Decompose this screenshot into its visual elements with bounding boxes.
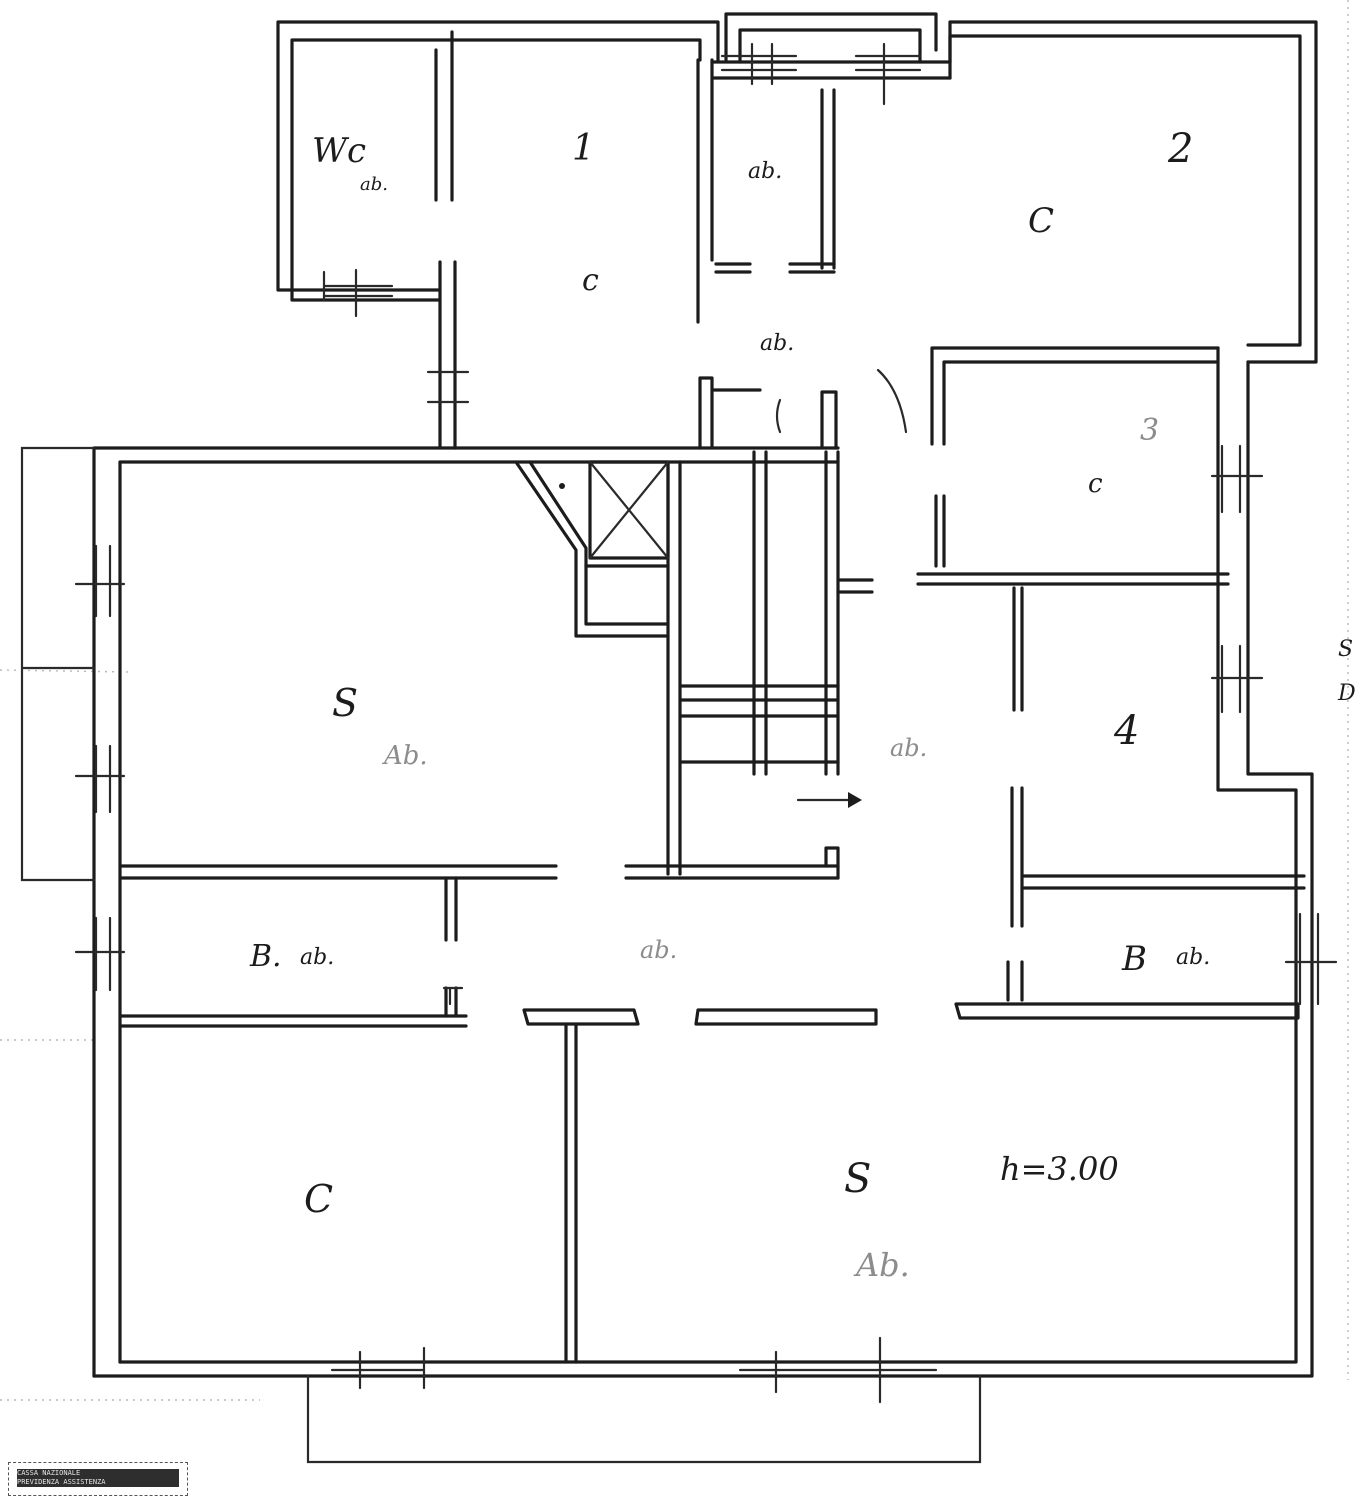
scan-guides [0,0,1349,1401]
left-balcony [20,446,96,882]
bottom-balcony [306,1374,982,1464]
room-sub-bath-left: ab. [300,945,334,970]
windows [74,42,1338,1404]
room-sub-wc: ab. [360,174,388,195]
room-sub-2: C [1028,201,1054,241]
room-label-wc: Wc [312,131,366,171]
room-label-1: 1 [572,128,595,169]
room-sub-living-top: Ab. [382,741,428,771]
room-sub-living-bottom: Ab. [853,1246,910,1284]
room-label-hall: ab. [890,734,927,762]
stamp-text: CASSA NAZIONALE PREVIDENZA ASSISTENZA [17,1469,179,1487]
door-marks [442,368,908,1006]
room-label-corridor-top: ab. [760,331,794,356]
margin-note-d: D [1337,681,1356,706]
margin-note-s: S [1338,637,1353,662]
stamp-line-1: CASSA NAZIONALE [17,1469,81,1477]
stamp-line-2: PREVIDENZA ASSISTENZA [17,1478,106,1486]
ceiling-height-note: h=3.00 [1000,1150,1119,1188]
room-labels: Wc ab. 1 c ab. 2 C ab. 3 c 4 S Ab. ab. B… [249,126,1356,1284]
room-label-corridor-mid: ab. [640,936,677,964]
room-label-bath-right: B [1121,939,1147,979]
room-sub-bath-right: ab. [1176,945,1210,970]
room-label-3: 3 [1140,413,1159,448]
room-label-kitchen: C [304,1177,333,1221]
room-label-bath-left: B. [249,939,282,974]
outer-walls [92,12,1318,1378]
room-sub-3: c [1088,469,1103,499]
interior-walls [118,30,1306,1364]
room-sub-1: c [582,263,599,298]
entrance-arrow-icon [848,792,862,808]
room-label-living-top: S [332,681,358,725]
room-label-2: 2 [1167,126,1193,172]
room-label-wc2: ab. [748,159,782,184]
room-label-4: 4 [1113,708,1139,754]
office-stamp: CASSA NAZIONALE PREVIDENZA ASSISTENZA [8,1462,188,1496]
room-label-living-bottom: S [844,1156,871,1202]
